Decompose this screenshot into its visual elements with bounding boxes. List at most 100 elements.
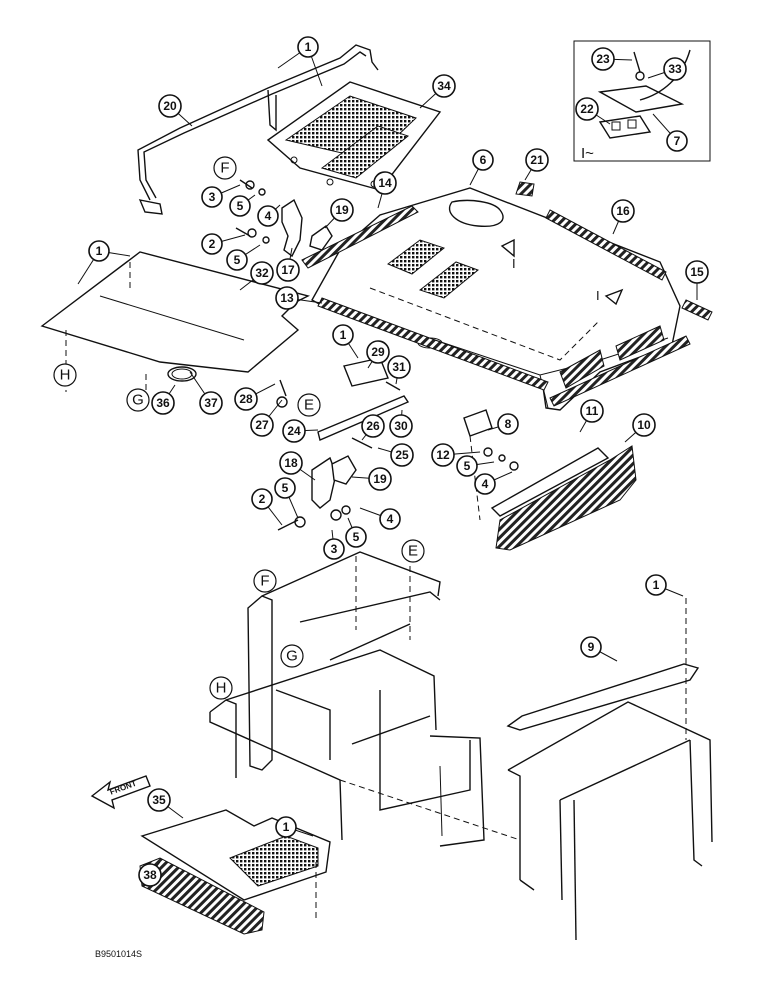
callout-circle xyxy=(332,324,354,346)
callout-number: 1 xyxy=(96,244,103,258)
callout-circle xyxy=(147,788,171,812)
callout-number: 1 xyxy=(340,328,347,342)
frame-marker-f: F xyxy=(253,569,277,593)
callout-9: 9 xyxy=(580,636,602,658)
callout-number: 7 xyxy=(674,134,681,148)
callout-number: 22 xyxy=(580,102,594,116)
callout-25: 25 xyxy=(390,443,414,467)
callout-number: 32 xyxy=(255,266,269,280)
callout-30: 30 xyxy=(389,414,413,438)
callout-circle xyxy=(611,199,635,223)
callout-number: 1 xyxy=(305,40,312,54)
callout-23: 23 xyxy=(591,47,615,71)
callout-circle xyxy=(201,233,223,255)
callout-37: 37 xyxy=(199,391,223,415)
callout-circle xyxy=(226,249,248,271)
callout-circle xyxy=(685,260,709,284)
callout-38: 38 xyxy=(138,863,162,887)
callout-number: 4 xyxy=(265,209,272,223)
callout-circle xyxy=(591,47,615,71)
callout-36: 36 xyxy=(151,391,175,415)
callout-number: 38 xyxy=(143,868,157,882)
callout-number: 30 xyxy=(394,419,408,433)
callout-circle xyxy=(368,467,392,491)
frame-marker-letter: H xyxy=(60,367,71,384)
callout-5: 5 xyxy=(226,249,248,271)
callout-2: 2 xyxy=(251,488,273,510)
callout-6: 6 xyxy=(472,149,494,171)
callout-number: 20 xyxy=(163,99,177,113)
callout-34: 34 xyxy=(432,74,456,98)
frame-marker-g: G xyxy=(126,388,150,412)
callout-number: 25 xyxy=(395,448,409,462)
callout-number: 17 xyxy=(281,263,295,277)
frame-marker-circle xyxy=(253,569,277,593)
callout-circle xyxy=(257,205,279,227)
callout-19: 19 xyxy=(368,467,392,491)
callout-circle xyxy=(275,286,299,310)
callout-circle xyxy=(472,149,494,171)
callout-number: 2 xyxy=(209,237,216,251)
callout-circle xyxy=(580,636,602,658)
callout-5: 5 xyxy=(229,195,251,217)
callout-number: 3 xyxy=(331,542,338,556)
callout-circle xyxy=(456,455,478,477)
frame-marker-f: F xyxy=(213,156,237,180)
section-marker-upper: I xyxy=(512,256,516,271)
callout-circle xyxy=(229,195,251,217)
callout-number: 14 xyxy=(378,176,392,190)
callout-number: 35 xyxy=(152,793,166,807)
callout-circle xyxy=(373,171,397,195)
callout-number: 18 xyxy=(284,456,298,470)
upper-latch xyxy=(235,179,333,258)
callout-16: 16 xyxy=(611,199,635,223)
callout-number: 36 xyxy=(156,396,170,410)
callout-circle xyxy=(275,816,297,838)
callout-circle xyxy=(88,240,110,262)
callout-circle xyxy=(390,443,414,467)
callout-number: 5 xyxy=(464,459,471,473)
frame-marker-letter: F xyxy=(260,573,269,590)
callout-number: 24 xyxy=(287,424,301,438)
callout-circle xyxy=(276,258,300,282)
right-support-frame xyxy=(506,598,713,941)
callout-circle xyxy=(251,488,273,510)
callout-circle xyxy=(387,355,411,379)
callout-number: 21 xyxy=(530,153,544,167)
callout-number: 11 xyxy=(586,404,599,418)
callout-26: 26 xyxy=(361,414,385,438)
callout-circle xyxy=(274,477,296,499)
frame-marker-letter: G xyxy=(132,392,144,409)
callout-number: 2 xyxy=(259,492,266,506)
callout-circle xyxy=(250,261,274,285)
callout-number: 1 xyxy=(283,820,290,834)
callout-circle xyxy=(366,340,390,364)
callout-12: 12 xyxy=(431,443,455,467)
callout-24: 24 xyxy=(282,419,306,443)
callout-number: 4 xyxy=(387,512,394,526)
frame-marker-circle xyxy=(280,644,304,668)
frame-marker-letter: E xyxy=(408,543,418,560)
callout-29: 29 xyxy=(366,340,390,364)
callout-circle xyxy=(525,148,549,172)
frame-marker-letter: G xyxy=(286,648,298,665)
callout-number: 9 xyxy=(588,640,595,654)
frame-marker-h: H xyxy=(209,676,233,700)
callout-number: 8 xyxy=(505,417,512,431)
callout-31: 31 xyxy=(387,355,411,379)
callout-circle xyxy=(474,473,496,495)
left-floor-plate xyxy=(40,251,310,396)
callout-circle xyxy=(323,538,345,560)
callout-number: 10 xyxy=(637,418,651,432)
callout-number: 28 xyxy=(239,392,253,406)
callout-15: 15 xyxy=(685,260,709,284)
callout-11: 11 xyxy=(580,399,604,423)
callout-number: 16 xyxy=(616,204,630,218)
callout-number: 5 xyxy=(282,481,289,495)
callout-circle xyxy=(201,186,223,208)
callout-1: 1 xyxy=(645,574,667,596)
callout-4: 4 xyxy=(474,473,496,495)
callout-circle xyxy=(497,413,519,435)
